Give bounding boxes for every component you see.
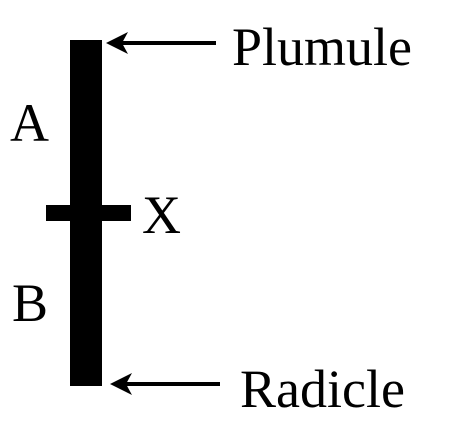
region-b-label: B (12, 273, 49, 333)
radicle-label: Radicle (240, 359, 405, 419)
region-a-label: A (10, 93, 49, 153)
plumule-label: Plumule (232, 17, 413, 77)
plumule-arrow-icon (106, 32, 216, 54)
radicle-arrow-icon (110, 373, 220, 395)
crossbar-x (46, 205, 131, 221)
crossbar-x-label: X (142, 185, 181, 245)
